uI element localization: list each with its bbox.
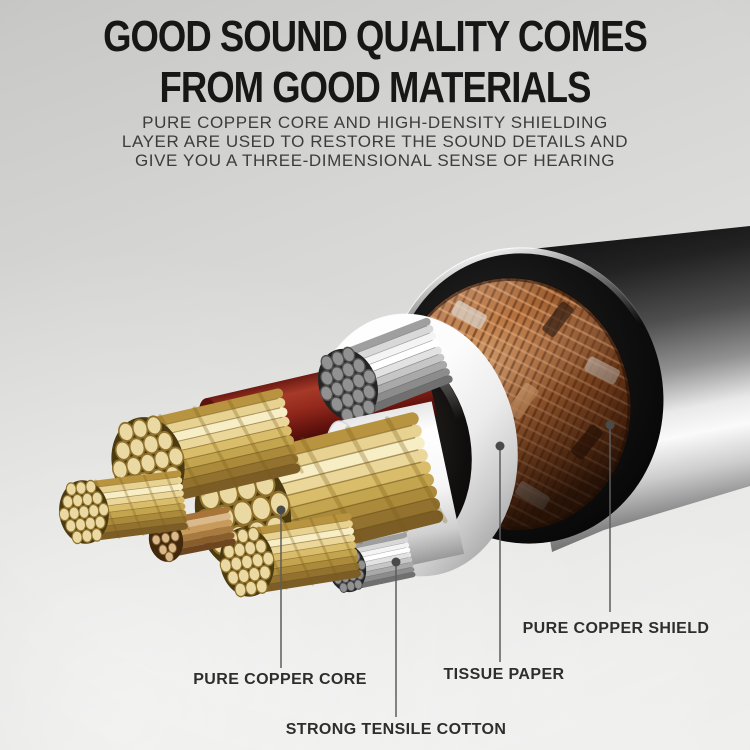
title-line-2: FROM GOOD MATERIALS xyxy=(159,64,592,113)
callout-pure-copper-core: PURE COPPER CORE xyxy=(193,671,367,688)
subtitle: PURE COPPER CORE AND HIGH-DENSITY SHIELD… xyxy=(0,113,750,170)
leader-dot-pure-copper-core xyxy=(276,505,286,515)
leader-dot-strong-tensile-cotton xyxy=(391,557,401,567)
title-line-1: GOOD SOUND QUALITY COMES xyxy=(103,13,648,62)
callout-strong-tensile-cotton: STRONG TENSILE COTTON xyxy=(285,721,507,738)
subtitle-line-3: GIVE YOU A THREE-DIMENSIONAL SENSE OF HE… xyxy=(134,151,616,170)
callout-tissue-paper: TISSUE PAPER xyxy=(443,666,565,683)
page-title: GOOD SOUND QUALITY COMES FROM GOOD MATER… xyxy=(15,12,735,115)
callout-pure-copper-shield: PURE COPPER SHIELD xyxy=(522,620,710,637)
subtitle-line-1: PURE COPPER CORE AND HIGH-DENSITY SHIELD… xyxy=(142,113,608,132)
subtitle-line-2: LAYER ARE USED TO RESTORE THE SOUND DETA… xyxy=(121,132,629,151)
leader-dot-tissue-paper xyxy=(495,441,505,451)
leader-dot-pure-copper-shield xyxy=(605,420,615,430)
leader-lines xyxy=(280,427,611,717)
leader-dots xyxy=(276,420,615,567)
